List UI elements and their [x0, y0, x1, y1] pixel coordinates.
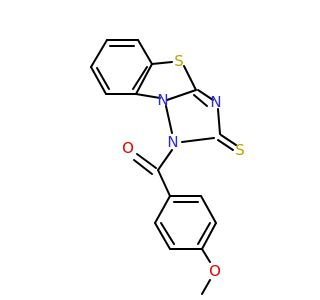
atom-oxygen-methoxy: O — [209, 262, 221, 280]
molecule-structure: S N N N S O O — [0, 0, 300, 300]
background — [0, 0, 300, 300]
bonds — [90, 39, 237, 295]
atom-nitrogen-bridge: N — [157, 91, 168, 109]
atom-labels: S N N N S O O — [122, 52, 245, 280]
atom-oxygen-carbonyl: O — [122, 139, 134, 157]
atom-nitrogen-triazole: N — [210, 93, 221, 111]
atom-sulfur-ring: S — [174, 52, 184, 70]
atom-sulfur-thione: S — [235, 141, 245, 159]
atom-nitrogen-acyl: N — [167, 133, 178, 151]
